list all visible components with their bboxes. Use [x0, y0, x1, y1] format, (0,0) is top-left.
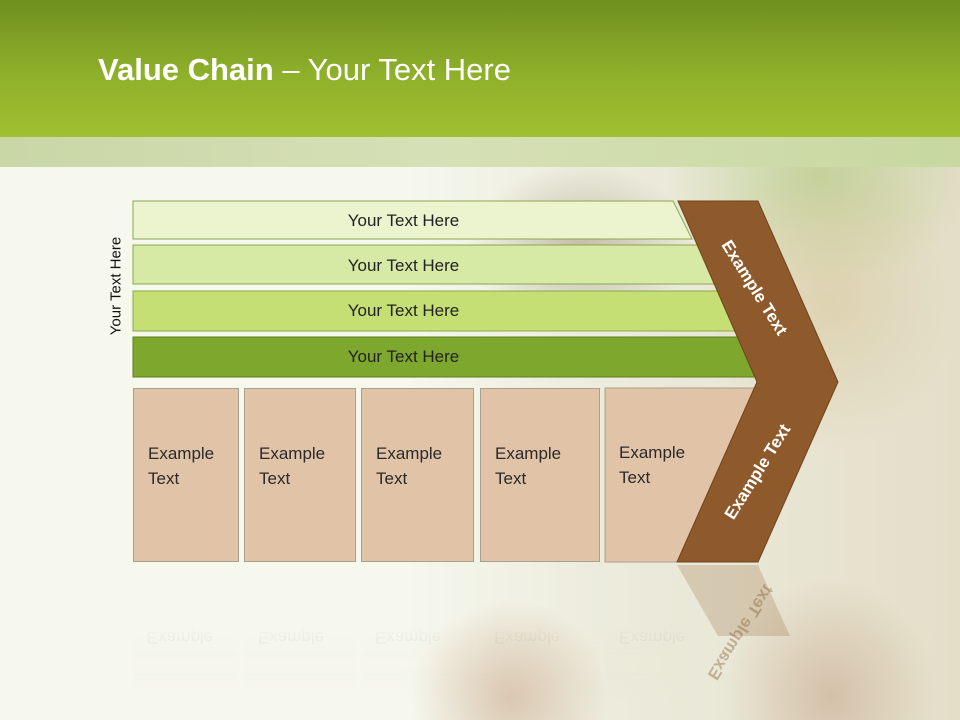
activity-box-1-line1: Example	[148, 444, 215, 463]
activity-box-3: Example Text	[361, 388, 474, 562]
activity-box-1-line2: Text	[148, 469, 180, 488]
header-subband	[0, 137, 960, 167]
support-bar-3-label: Your Text Here	[347, 301, 460, 320]
support-bar-1: Your Text Here	[133, 201, 693, 241]
support-bar-3: Your Text Here	[133, 291, 693, 331]
margin-chevron-reflection	[677, 565, 790, 636]
support-bar-1-shape	[132, 200, 693, 240]
activity-box-2-line1: Example	[259, 444, 326, 463]
support-bar-4: Your Text Here	[133, 337, 693, 377]
activity-box-4-line2: Text	[495, 469, 527, 488]
support-bar-2: Your Text Here	[133, 246, 693, 286]
margin-chevron-shape	[676, 200, 839, 563]
activity-box-1: Example Text	[133, 388, 239, 562]
activity-box-3-line2: Text	[376, 469, 408, 488]
activity-box-4-line1: Example	[495, 444, 562, 463]
activity-box-3-line1: Example	[376, 444, 443, 463]
activity-box-2-line2: Text	[259, 469, 291, 488]
support-bar-4-label: Your Text Here	[347, 347, 460, 366]
activity-box-4: Example Text	[480, 388, 600, 562]
slide-title: Value Chain – Your Text Here	[98, 52, 511, 88]
activity-box-5-line2: Text	[619, 468, 651, 487]
activity-box-2: Example Text	[244, 388, 356, 562]
activity-box-5: Example Text	[605, 388, 705, 562]
title-rest: – Your Text Here	[273, 52, 511, 87]
support-bar-2-label: Your Text Here	[347, 256, 460, 275]
support-bar-1-label: Your Text Here	[347, 211, 460, 230]
title-bold: Value Chain	[98, 52, 274, 87]
activity-box-5-line1: Example	[619, 443, 686, 462]
header-band	[0, 0, 960, 137]
